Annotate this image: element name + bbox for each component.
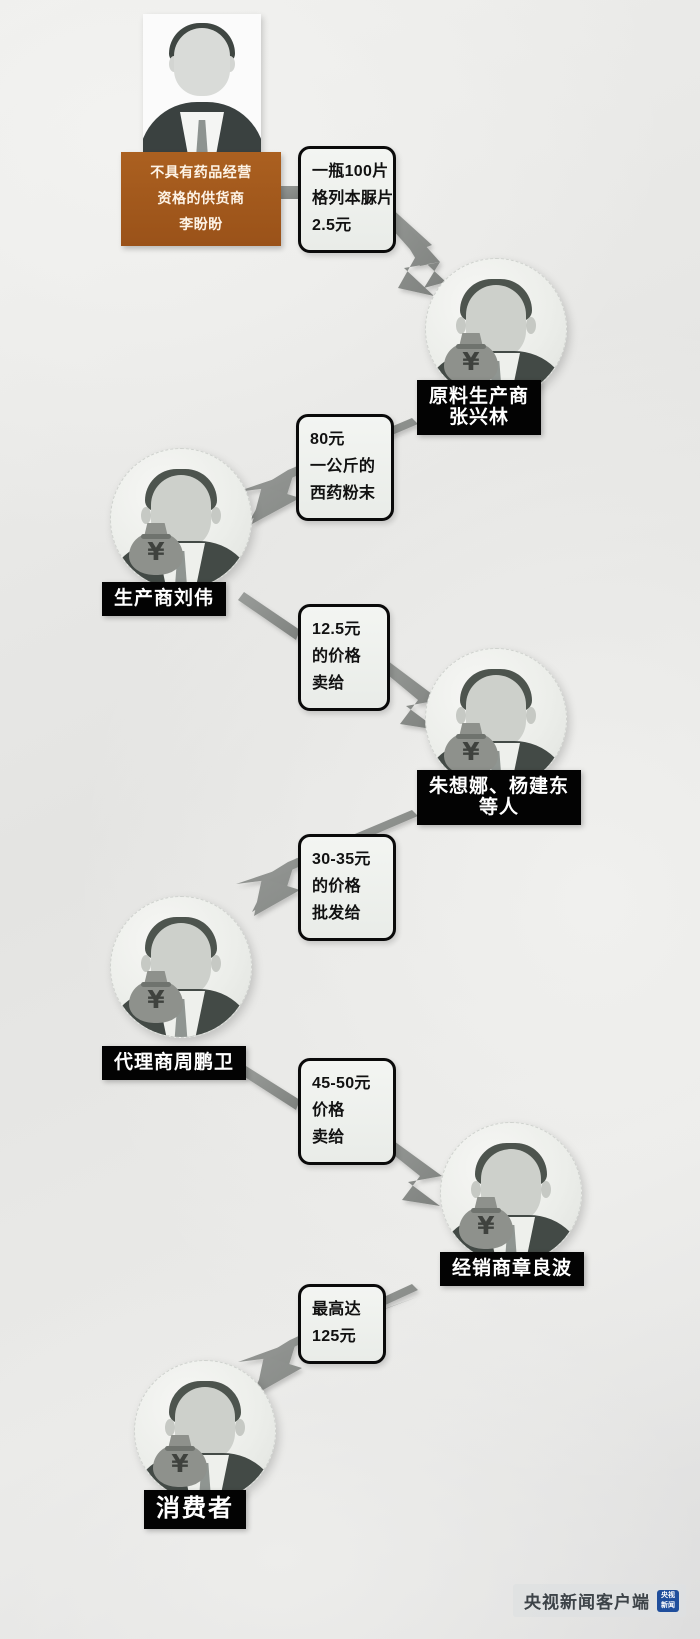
arrow-flow-6	[238, 1284, 420, 1394]
price-box-flow-6[interactable]: 最高达 125元	[298, 1284, 386, 1364]
yuan-symbol: ¥	[147, 985, 165, 1014]
price-box-flow-4-line2: 的价格	[312, 878, 361, 895]
node-distributor-label-line1: 经销商章良波	[452, 1258, 573, 1279]
node-producer-label-line1: 生产商刘伟	[114, 588, 215, 609]
money-bag-icon: ¥	[153, 1435, 207, 1487]
node-agent[interactable]: ¥ 代理商周鹏卫	[102, 896, 252, 1080]
price-box-flow-2-line1: 80元	[310, 431, 345, 448]
node-producer-label: 生产商刘伟	[102, 582, 227, 616]
price-box-flow-4-line3: 批发给	[312, 905, 361, 922]
cctv-news-logo-icon: 央视 新闻	[657, 1589, 679, 1612]
node-wholesalers[interactable]: ¥ 朱想娜、杨建东 等人	[417, 648, 582, 825]
node-supplier-label-line2: 资格的供货商	[157, 190, 245, 206]
yuan-symbol: ¥	[462, 737, 480, 766]
node-supplier-label: 不具有药品经营 资格的供货商 李盼盼	[121, 152, 281, 246]
price-box-flow-5[interactable]: 45-50元 价格 卖给	[298, 1058, 396, 1165]
ear-left-shape	[141, 955, 151, 972]
price-box-flow-5-line1: 45-50元	[312, 1075, 371, 1092]
watermark-logo-line1: 央视	[661, 1591, 675, 1599]
ear-left-shape	[456, 707, 466, 724]
ear-left-shape	[141, 507, 151, 524]
node-supplier[interactable]: 不具有药品经营 资格的供货商 李盼盼	[121, 14, 281, 246]
price-box-flow-3-line1: 12.5元	[312, 621, 361, 638]
ear-right-shape	[526, 317, 536, 334]
price-box-flow-4[interactable]: 30-35元 的价格 批发给	[298, 834, 396, 941]
price-box-flow-3-line2: 的价格	[312, 648, 361, 665]
node-consumer-label-line1: 消费者	[156, 1495, 234, 1522]
avatar: ¥	[110, 896, 252, 1038]
price-box-flow-4-line1: 30-35元	[312, 851, 371, 868]
ear-right-shape	[235, 1419, 245, 1436]
ear-left-shape	[471, 1181, 481, 1198]
ear-right-shape	[211, 955, 221, 972]
face-shape	[174, 28, 230, 96]
ear-right-shape	[526, 707, 536, 724]
node-supplier-label-line1: 不具有药品经营	[150, 164, 252, 180]
watermark-logo-line2: 新闻	[661, 1601, 675, 1609]
node-distributor[interactable]: ¥ 经销商章良波	[440, 1122, 585, 1286]
price-box-flow-2[interactable]: 80元 一公斤的 西药粉末	[296, 414, 394, 521]
yuan-symbol: ¥	[462, 347, 480, 376]
node-agent-label-line1: 代理商周鹏卫	[114, 1052, 235, 1073]
price-box-flow-6-line2: 125元	[312, 1328, 356, 1345]
money-bag-icon: ¥	[444, 333, 498, 385]
price-box-flow-5-line3: 卖给	[312, 1129, 345, 1146]
node-raw-producer-label-line2: 张兴林	[449, 407, 510, 428]
price-box-flow-2-line2: 一公斤的	[310, 458, 376, 475]
yuan-symbol: ¥	[171, 1449, 189, 1478]
price-box-flow-6-line1: 最高达	[312, 1301, 361, 1318]
node-raw-producer-label: 原料生产商 张兴林	[417, 380, 542, 435]
avatar: ¥	[425, 258, 567, 400]
ear-left-shape	[165, 1419, 175, 1436]
ear-right-shape	[541, 1181, 551, 1198]
node-raw-producer[interactable]: ¥ 原料生产商 张兴林	[417, 258, 567, 435]
yuan-symbol: ¥	[477, 1211, 495, 1240]
node-raw-producer-label-line1: 原料生产商	[429, 386, 530, 407]
price-box-flow-3[interactable]: 12.5元 的价格 卖给	[298, 604, 390, 711]
ear-right-shape	[211, 507, 221, 524]
ear-left-shape	[456, 317, 466, 334]
money-bag-icon: ¥	[444, 723, 498, 775]
avatar: ¥	[134, 1360, 276, 1502]
money-bag-icon: ¥	[129, 971, 183, 1023]
source-watermark: 央视新闻客户端 央视 新闻	[513, 1584, 686, 1617]
price-box-flow-3-line3: 卖给	[312, 675, 345, 692]
yuan-symbol: ¥	[147, 537, 165, 566]
node-consumer[interactable]: ¥ 消费者	[134, 1360, 276, 1529]
price-box-flow-1[interactable]: 一瓶100片 格列本脲片 2.5元	[298, 146, 396, 253]
arrow-flow-2	[236, 418, 420, 524]
price-box-flow-1-line2: 格列本脲片	[312, 190, 394, 207]
price-box-flow-2-line3: 西药粉末	[310, 485, 376, 502]
price-box-flow-5-line2: 价格	[312, 1102, 345, 1119]
node-wholesalers-label: 朱想娜、杨建东 等人	[417, 770, 582, 825]
node-wholesalers-label-line2: 等人	[479, 797, 520, 818]
money-bag-icon: ¥	[129, 523, 183, 575]
node-distributor-label: 经销商章良波	[440, 1252, 585, 1286]
ear-right-shape	[225, 56, 235, 72]
arrow-flow-4	[236, 810, 420, 916]
node-supplier-label-line3: 李盼盼	[179, 216, 223, 232]
price-box-flow-1-line3: 2.5元	[312, 217, 352, 234]
node-producer[interactable]: ¥ 生产商刘伟	[102, 448, 252, 616]
avatar: ¥	[110, 448, 252, 590]
node-agent-label: 代理商周鹏卫	[102, 1046, 247, 1080]
node-wholesalers-label-line1: 朱想娜、杨建东	[429, 776, 570, 797]
node-consumer-label: 消费者	[144, 1490, 246, 1529]
price-box-flow-1-line1: 一瓶100片	[312, 163, 389, 180]
money-bag-icon: ¥	[459, 1197, 513, 1249]
watermark-text: 央视新闻客户端	[524, 1593, 650, 1612]
